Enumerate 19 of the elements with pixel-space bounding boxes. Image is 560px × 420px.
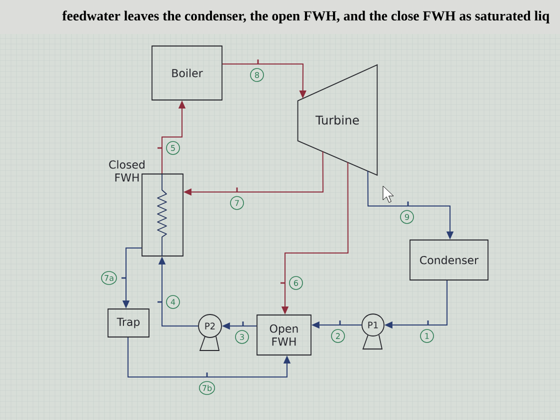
state-number: 4 bbox=[166, 295, 180, 309]
component-box: Condenser bbox=[410, 240, 488, 280]
component-box: Trap bbox=[108, 308, 150, 338]
state-number: 1 bbox=[420, 329, 434, 343]
state-number: 7b bbox=[198, 381, 216, 395]
turbine: Turbine bbox=[297, 64, 378, 176]
state-number: 8 bbox=[250, 68, 264, 82]
body-text: feedwater leaves the condenser, the open FWH, and the close FWH as saturated liq bbox=[62, 10, 550, 24]
pump: P2 bbox=[198, 314, 222, 351]
state-number: 9 bbox=[400, 210, 414, 224]
state-number: 5 bbox=[166, 141, 180, 155]
state-number: 7 bbox=[230, 196, 244, 210]
state-number: 2 bbox=[331, 329, 345, 343]
pump: P1 bbox=[362, 314, 384, 350]
node-label: Closed FWH bbox=[109, 160, 144, 182]
component-box: Boiler bbox=[152, 46, 222, 100]
state-number: 6 bbox=[289, 276, 303, 290]
component-box: Open FWH bbox=[256, 314, 312, 356]
state-number: 3 bbox=[235, 330, 249, 344]
